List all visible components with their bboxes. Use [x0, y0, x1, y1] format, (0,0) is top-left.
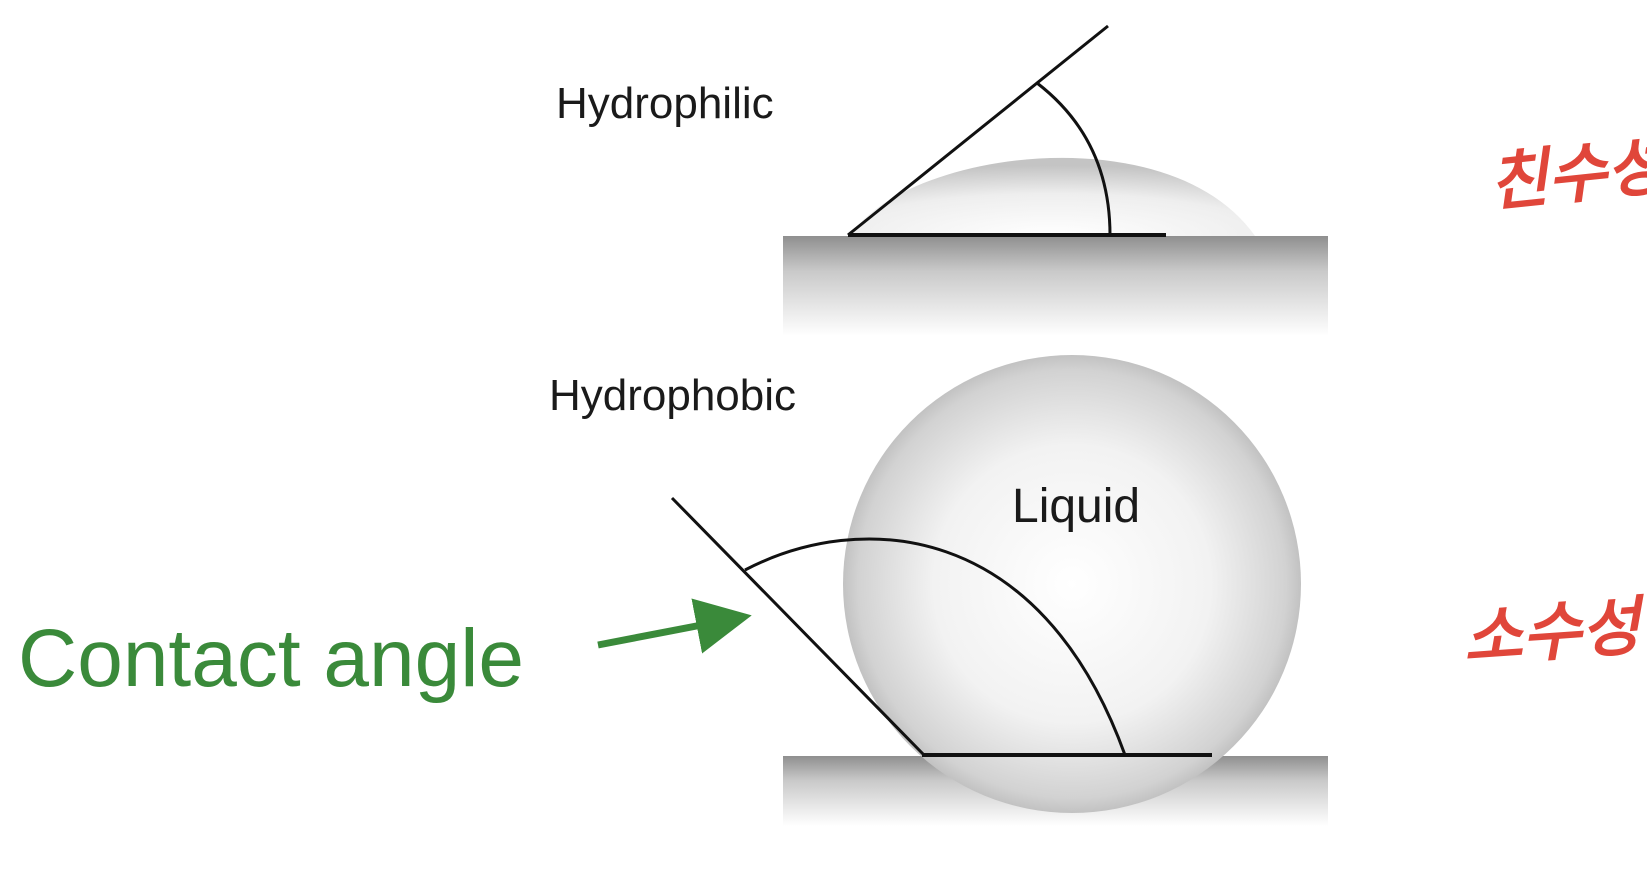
hydrophilic-korean-note: 친수성 [1485, 128, 1647, 221]
hydrophobic-korean-note: 소수성 [1461, 590, 1647, 677]
contact-angle-arrow [597, 598, 752, 654]
hydrophobic-angle-arc [744, 537, 1127, 756]
hydrophobic-label: Hydrophobic [549, 371, 796, 420]
hydrophilic-droplet [850, 157, 1255, 236]
hydrophilic-section: Hydrophilic [556, 24, 1328, 336]
hydrophobic-section: Hydrophobic Liquid [549, 355, 1328, 826]
hydrophilic-label: Hydrophilic [556, 79, 774, 128]
contact-angle-label: Contact angle [18, 613, 524, 704]
liquid-label: Liquid [1012, 480, 1140, 533]
hydrophobic-tangent-line [670, 496, 926, 757]
contact-angle-annotation: Contact angle [18, 598, 752, 704]
hydrophilic-tangent-line [847, 24, 1109, 237]
hydrophilic-surface [783, 236, 1328, 336]
hydrophobic-droplet [843, 355, 1301, 813]
hydrophilic-angle-arc [1036, 81, 1112, 236]
